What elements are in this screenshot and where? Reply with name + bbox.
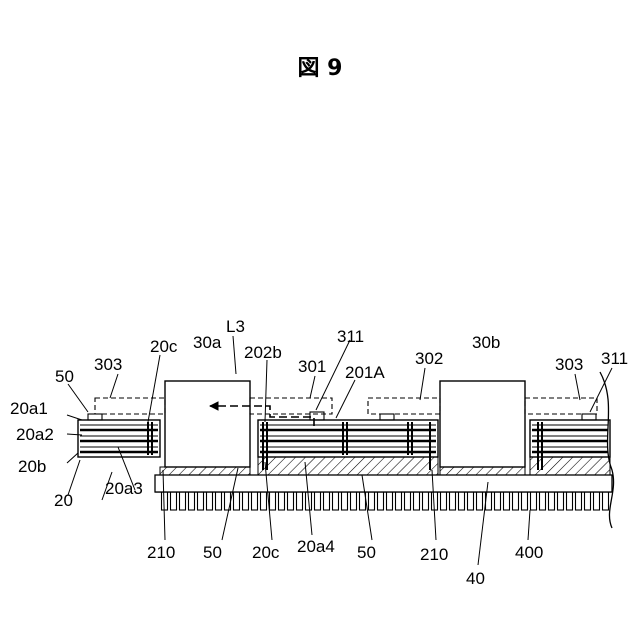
label-20a2: 20a2 bbox=[16, 425, 54, 444]
heat-sink-400 bbox=[155, 490, 612, 524]
label-311-right: 311 bbox=[601, 349, 628, 368]
label-303-right: 303 bbox=[555, 355, 583, 374]
chip-30b bbox=[440, 381, 525, 467]
label-40: 40 bbox=[466, 569, 485, 588]
label-20c-bottom: 20c bbox=[252, 543, 280, 562]
label-30b: 30b bbox=[472, 333, 500, 352]
label-30a: 30a bbox=[193, 333, 222, 352]
label-50-bottom-left: 50 bbox=[203, 543, 222, 562]
label-303-left: 303 bbox=[94, 355, 122, 374]
label-400: 400 bbox=[515, 543, 543, 562]
label-20b: 20b bbox=[18, 457, 46, 476]
label-201A: 201A bbox=[345, 363, 385, 382]
label-302: 302 bbox=[415, 349, 443, 368]
label-50-bottom-mid: 50 bbox=[357, 543, 376, 562]
figure-title: 図 9 bbox=[0, 50, 640, 82]
substrate-20a4 bbox=[258, 457, 610, 475]
label-210-left: 210 bbox=[147, 543, 175, 562]
label-20a1: 20a1 bbox=[10, 399, 48, 418]
label-50-left: 50 bbox=[55, 367, 74, 386]
chip-30a bbox=[165, 381, 250, 467]
label-202b: 202b bbox=[244, 343, 282, 362]
label-311-mid: 311 bbox=[337, 327, 364, 346]
multilayer-board-left bbox=[78, 398, 165, 457]
label-L3: L3 bbox=[226, 317, 245, 336]
label-20a4: 20a4 bbox=[297, 537, 335, 556]
label-210-right: 210 bbox=[420, 545, 448, 564]
label-20a3: 20a3 bbox=[105, 479, 143, 498]
label-301: 301 bbox=[298, 357, 326, 376]
label-20: 20 bbox=[54, 491, 73, 510]
base-plate-40 bbox=[155, 475, 612, 492]
label-20c-top: 20c bbox=[150, 337, 178, 356]
